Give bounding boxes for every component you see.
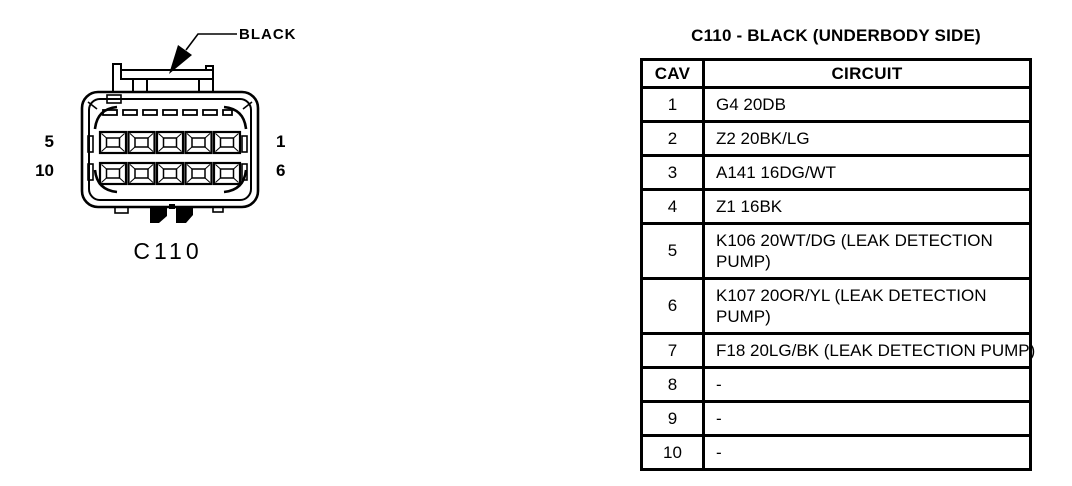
circuit-value: K106 20WT/DG (LEAK DETECTION PUMP) xyxy=(716,231,993,271)
table-row: 3 A141 16DG/WT xyxy=(643,157,1029,191)
connector-name-label: C110 xyxy=(133,238,203,264)
connector-drawing xyxy=(80,33,260,223)
table-row: 2 Z2 20BK/LG xyxy=(643,123,1029,157)
circuit-value: K107 20OR/YL (LEAK DETECTION PUMP) xyxy=(716,286,987,326)
cav-value: 7 xyxy=(643,335,705,366)
table-row: 4 Z1 16BK xyxy=(643,191,1029,225)
cav-value: 8 xyxy=(643,369,705,400)
pin-label-1: 1 xyxy=(276,132,286,151)
cav-value: 2 xyxy=(643,123,705,154)
circuit-value: G4 20DB xyxy=(716,95,786,114)
circuit-value: F18 20LG/BK (LEAK DETECTION PUMP) xyxy=(716,341,1036,360)
table-row: 6 K107 20OR/YL (LEAK DETECTION PUMP) xyxy=(643,280,1029,335)
pin-label-6: 6 xyxy=(276,161,286,180)
connector-bottom-tabs xyxy=(114,204,224,223)
cav-value: 3 xyxy=(643,157,705,188)
cav-value: 4 xyxy=(643,191,705,222)
table-row: 5 K106 20WT/DG (LEAK DETECTION PUMP) xyxy=(643,225,1029,280)
pin-cavity-grid xyxy=(98,130,242,186)
color-callout-label: BLACK xyxy=(239,26,297,43)
connector-face-details xyxy=(87,105,248,194)
circuit-value: Z1 16BK xyxy=(716,197,783,216)
circuit-value: - xyxy=(716,375,722,394)
circuit-value: Z2 20BK/LG xyxy=(716,129,810,148)
table-row: 8 - xyxy=(643,369,1029,403)
circuit-column-header: CIRCUIT xyxy=(831,64,903,83)
pinout-table-panel: C110 - BLACK (UNDERBODY SIDE) CAV CIRCUI… xyxy=(640,26,1035,471)
table-row: 7 F18 20LG/BK (LEAK DETECTION PUMP) xyxy=(643,335,1035,369)
cav-column-header: CAV xyxy=(643,61,705,86)
table-row: 10 - xyxy=(643,437,1029,468)
connector-latch xyxy=(112,63,214,93)
circuit-value: - xyxy=(716,409,722,428)
table-title: C110 - BLACK (UNDERBODY SIDE) xyxy=(691,26,981,45)
cav-value: 1 xyxy=(643,89,705,120)
pin-label-5: 5 xyxy=(44,132,54,151)
pinout-table: CAV CIRCUIT 1 G4 20DB 2 Z2 20BK/LG 3 A14… xyxy=(640,58,1035,471)
cav-value: 10 xyxy=(643,437,705,468)
circuit-value: - xyxy=(716,443,722,462)
cav-value: 9 xyxy=(643,403,705,434)
color-callout-arrow xyxy=(169,33,237,74)
table-header-row: CAV CIRCUIT xyxy=(643,61,1029,89)
pin-label-10: 10 xyxy=(35,161,54,180)
table-row: 1 G4 20DB xyxy=(643,89,1029,123)
cav-value: 5 xyxy=(643,225,705,277)
circuit-value: A141 16DG/WT xyxy=(716,163,836,182)
table-row: 9 - xyxy=(643,403,1029,437)
cav-value: 6 xyxy=(643,280,705,332)
